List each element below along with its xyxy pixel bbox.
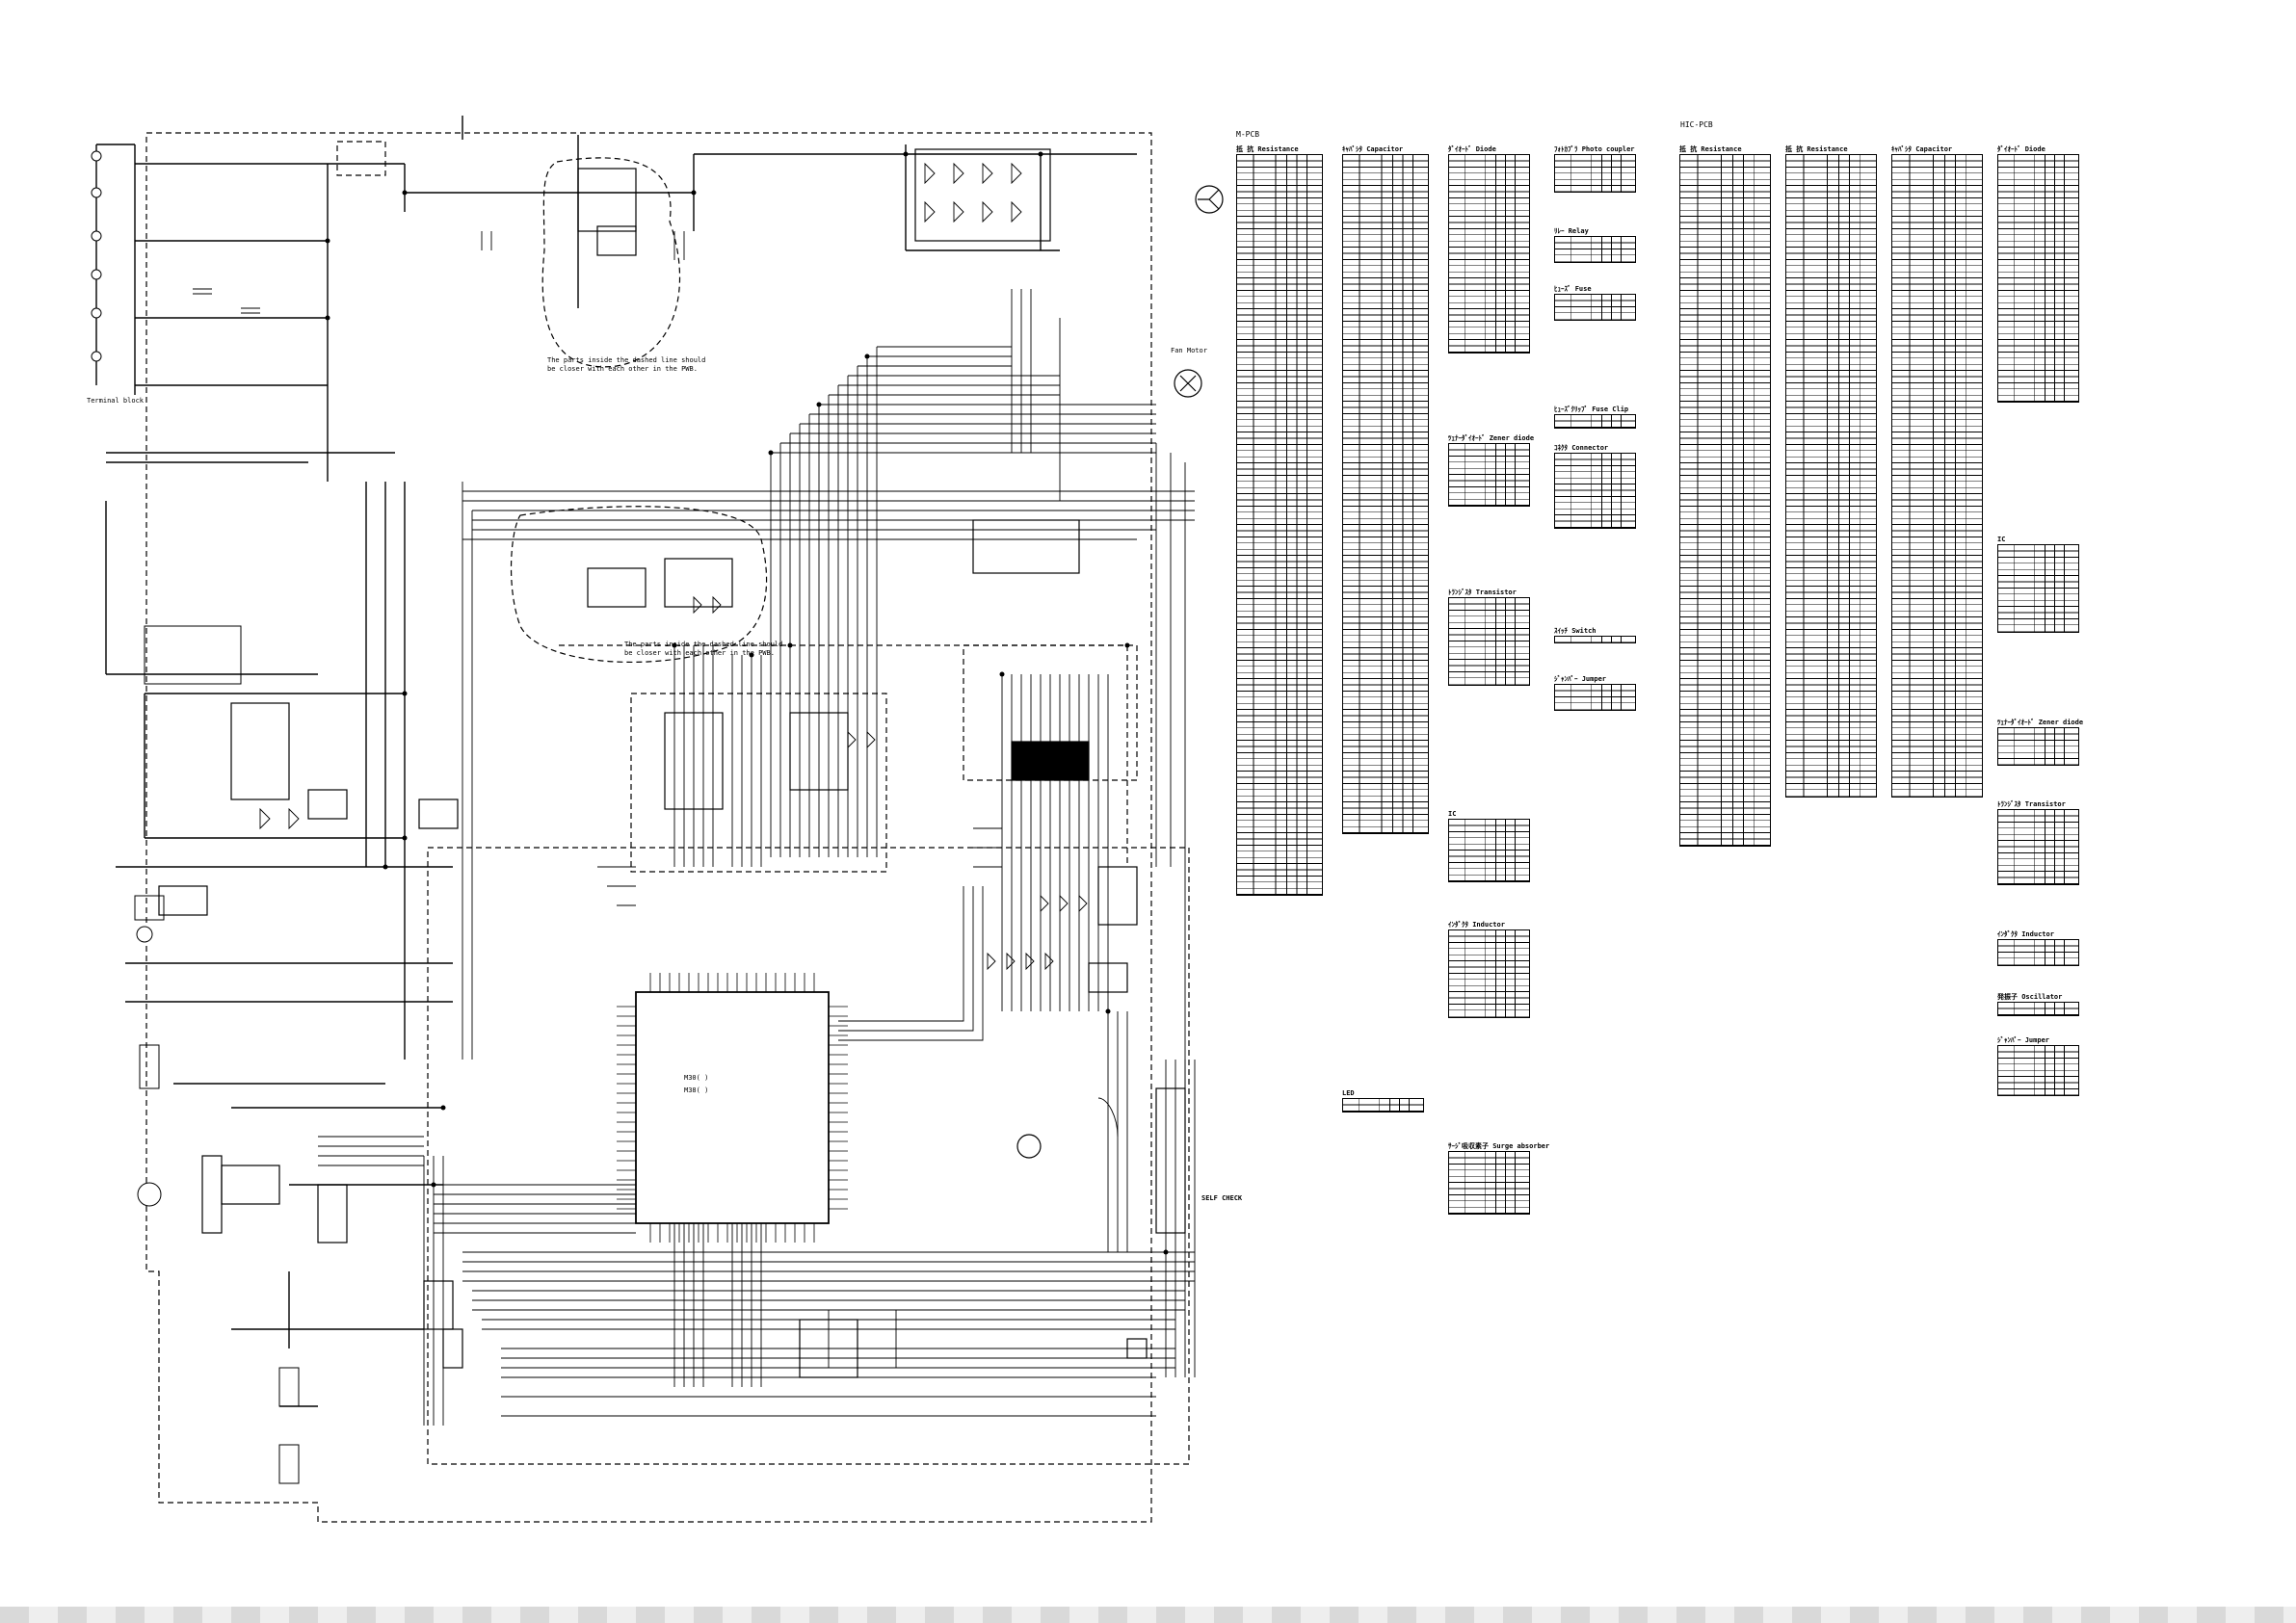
parts-table-grid	[1997, 939, 2079, 966]
parts-table-grid	[1785, 154, 1877, 798]
parts-table-grid	[1997, 1002, 2079, 1016]
parts-table-grid	[1554, 236, 1636, 263]
parts-table-grid	[1997, 154, 2079, 403]
parts-table: ﾂｪﾅｰﾀﾞｲｵｰﾄﾞ Zener diode	[1997, 718, 2084, 766]
parts-table-title: ﾌｫﾄｶﾌﾟﾗ Photo coupler	[1554, 145, 1635, 153]
parts-table-grid	[1997, 727, 2079, 766]
hic-pcb-label: HIC-PCB	[1680, 120, 1713, 129]
parts-table: ｻｰｼﾞ吸収素子 Surge absorber	[1448, 1141, 1550, 1215]
parts-table-title: ｼﾞｬﾝﾊﾟｰ Jumper	[1554, 675, 1607, 683]
parts-table-grid	[1554, 414, 1636, 429]
parts-table-grid	[1448, 819, 1530, 882]
parts-table-title: 発振子 Oscillator	[1997, 993, 2063, 1001]
mcu-label-1: M30( )	[684, 1074, 709, 1082]
parts-table-grid	[1448, 1151, 1530, 1215]
parts-table-grid	[1342, 1098, 1424, 1113]
parts-table: ﾋｭｰｽﾞｸﾘｯﾌﾟ Fuse Clip	[1554, 405, 1636, 429]
parts-table-title: ｺﾈｸﾀ Connector	[1554, 444, 1609, 452]
parts-table-title: IC	[1997, 536, 2006, 543]
parts-table: ﾌｫﾄｶﾌﾟﾗ Photo coupler	[1554, 144, 1636, 193]
parts-table-title: ﾋｭｰｽﾞ Fuse	[1554, 285, 1592, 293]
parts-table-title: ｽｲｯﾁ Switch	[1554, 627, 1597, 635]
parts-table: ｷｬﾊﾟｼﾀ Capacitor	[1891, 144, 1983, 798]
parts-table: ｲﾝﾀﾞｸﾀ Inductor	[1997, 929, 2079, 966]
parts-table-title: ｲﾝﾀﾞｸﾀ Inductor	[1997, 930, 2054, 938]
junctions	[325, 151, 1169, 1255]
parts-table-title: ｻｰｼﾞ吸収素子 Surge absorber	[1448, 1142, 1550, 1150]
parts-table: ﾂｪﾅｰﾀﾞｲｵｰﾄﾞ Zener diode	[1448, 433, 1535, 507]
main-pcb-label: M-PCB	[1236, 130, 1260, 139]
parts-table: ﾄﾗﾝｼﾞｽﾀ Transistor	[1997, 799, 2079, 885]
parts-table: 抵 抗 Resistance	[1236, 144, 1323, 896]
parts-table-title: ﾂｪﾅｰﾀﾞｲｵｰﾄﾞ Zener diode	[1997, 719, 2084, 726]
mcu-chip	[635, 991, 830, 1224]
parts-table: ｲﾝﾀﾞｸﾀ Inductor	[1448, 920, 1530, 1018]
parts-table-title: 抵 抗 Resistance	[1679, 145, 1742, 153]
parts-table-title: ﾀﾞｲｵｰﾄﾞ Diode	[1448, 145, 1496, 153]
self-check-label: SELF CHECK	[1201, 1194, 1243, 1202]
parts-table-grid	[1679, 154, 1771, 847]
terminal-block	[91, 150, 300, 1484]
parts-table-grid	[1554, 453, 1636, 529]
parts-table: LED	[1342, 1088, 1424, 1113]
ic-blocks	[158, 148, 1186, 1378]
parts-table-title: ｲﾝﾀﾞｸﾀ Inductor	[1448, 921, 1505, 929]
parts-table-title: 抵 抗 Resistance	[1785, 145, 1848, 153]
parts-table: ｼﾞｬﾝﾊﾟｰ Jumper	[1554, 674, 1636, 711]
parts-table-grid	[1997, 544, 2079, 633]
parts-table-grid	[1448, 597, 1530, 686]
parts-table-title: IC	[1448, 810, 1457, 818]
parts-table-title: ﾀﾞｲｵｰﾄﾞ Diode	[1997, 145, 2045, 153]
parts-table-grid	[1342, 154, 1429, 834]
mcu-pins	[617, 973, 848, 1243]
parts-table-title: ﾂｪﾅｰﾀﾞｲｵｰﾄﾞ Zener diode	[1448, 434, 1535, 442]
parts-table: ｷｬﾊﾟｼﾀ Capacitor	[1342, 144, 1429, 834]
parts-table-grid	[1554, 636, 1636, 643]
fan-motor	[1016, 185, 1224, 1159]
parts-table-grid	[1554, 684, 1636, 711]
parts-table-title: ﾄﾗﾝｼﾞｽﾀ Transistor	[1997, 800, 2066, 808]
parts-table: 抵 抗 Resistance	[1785, 144, 1877, 798]
parts-table-grid	[1997, 809, 2079, 885]
discrete-parts	[193, 162, 1088, 971]
parts-table-grid	[1891, 154, 1983, 798]
parts-table: ﾀﾞｲｵｰﾄﾞ Diode	[1448, 144, 1530, 353]
parts-table-grid	[1448, 154, 1530, 353]
dashed-area-note-top: The parts inside the dashed line should …	[547, 356, 706, 373]
parts-table-title: ﾋｭｰｽﾞｸﾘｯﾌﾟ Fuse Clip	[1554, 406, 1629, 413]
parts-table-title: ｷｬﾊﾟｼﾀ Capacitor	[1342, 145, 1404, 153]
parts-table-grid	[1554, 294, 1636, 321]
parts-table: ｼﾞｬﾝﾊﾟｰ Jumper	[1997, 1035, 2079, 1096]
parts-table: ﾋｭｰｽﾞ Fuse	[1554, 284, 1636, 321]
terminal-block-label: Terminal block	[87, 397, 145, 405]
fan-motor-label: Fan Motor	[1171, 347, 1207, 354]
mcu-label-2: M38( )	[684, 1086, 709, 1094]
power-rails	[95, 116, 1137, 1407]
parts-table-grid	[1554, 154, 1636, 193]
parts-table: 発振子 Oscillator	[1997, 992, 2079, 1016]
parts-table-title: ﾘﾚｰ Relay	[1554, 227, 1589, 235]
parts-table: IC	[1448, 809, 1530, 882]
parts-table-title: ｷｬﾊﾟｼﾀ Capacitor	[1891, 145, 1953, 153]
parts-table-title: ﾄﾗﾝｼﾞｽﾀ Transistor	[1448, 589, 1517, 596]
parts-table-grid	[1236, 154, 1323, 896]
parts-table: ｺﾈｸﾀ Connector	[1554, 443, 1636, 529]
parts-table-grid	[1448, 443, 1530, 507]
parts-table: 抵 抗 Resistance	[1679, 144, 1771, 847]
parts-table-title: 抵 抗 Resistance	[1236, 145, 1299, 153]
parts-table: IC	[1997, 535, 2079, 633]
parts-table-grid	[1997, 1045, 2079, 1096]
parts-table: ﾀﾞｲｵｰﾄﾞ Diode	[1997, 144, 2079, 403]
parts-table-title: LED	[1342, 1089, 1355, 1097]
parts-table: ﾘﾚｰ Relay	[1554, 226, 1636, 263]
parts-table-grid	[1448, 929, 1530, 1018]
parts-table: ｽｲｯﾁ Switch	[1554, 626, 1636, 643]
parts-table-title: ｼﾞｬﾝﾊﾟｰ Jumper	[1997, 1036, 2050, 1044]
footer-strip	[0, 1607, 2296, 1623]
dashed-area-note-middle: The parts inside the dashed line should …	[624, 641, 783, 657]
parts-table: ﾄﾗﾝｼﾞｽﾀ Transistor	[1448, 588, 1530, 686]
